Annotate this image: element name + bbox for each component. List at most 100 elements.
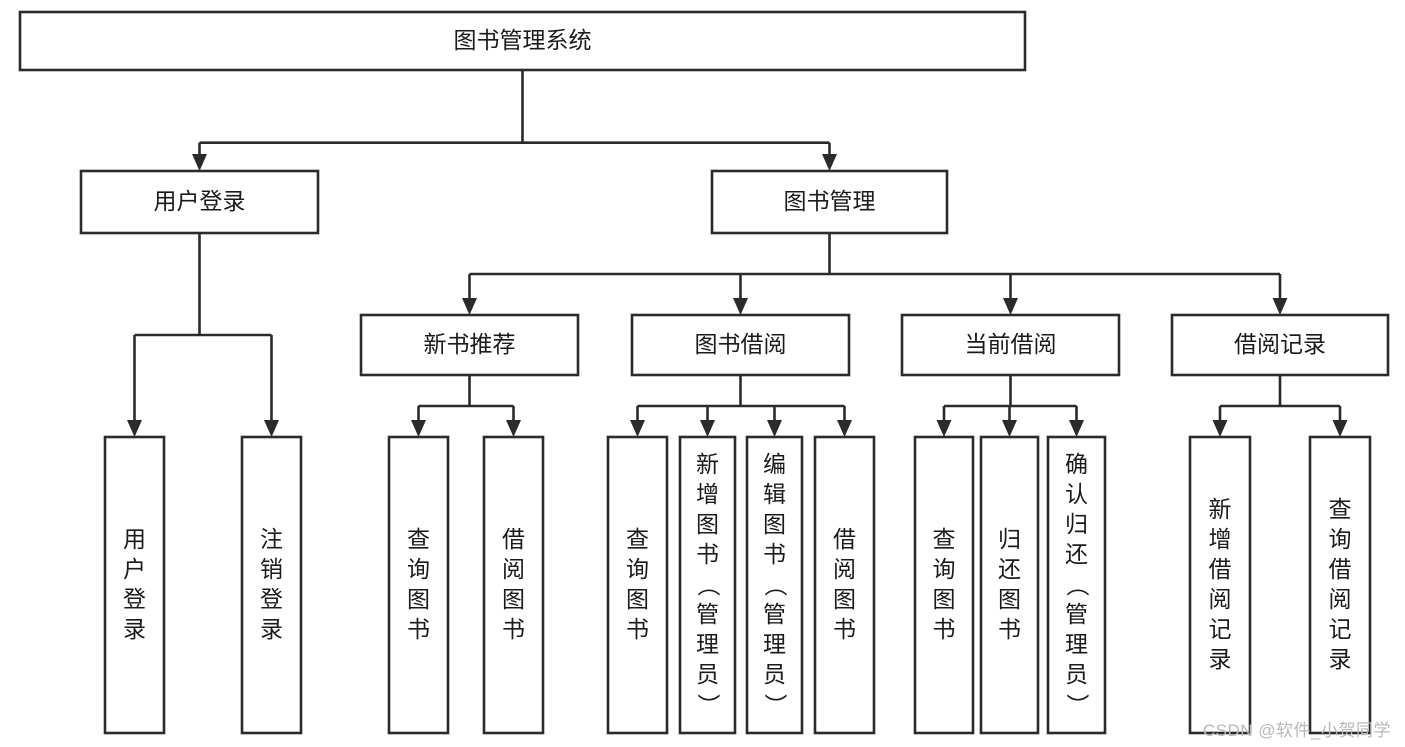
leaf-label-char: 书 [833,616,856,642]
leaf-label-char: 还 [998,556,1021,582]
edge-group [936,375,1084,437]
leaf-label-char: ） [763,694,789,717]
node-root[interactable]: 图书管理系统 [18,10,1027,72]
leaf-label-char: 借 [833,526,856,552]
node-label: 当前借阅 [965,331,1057,357]
node-box[interactable] [79,169,320,235]
node-box[interactable] [678,435,737,735]
leaf-label-char: 图 [407,586,430,612]
node-box[interactable] [979,435,1040,735]
leaf-label-char: 新 [1209,496,1232,522]
leaf-label-char: 登 [260,586,283,612]
node-box[interactable] [240,435,303,735]
node-box[interactable] [710,169,949,235]
watermark-text: CSDN @软件_小贺同学 [1202,721,1391,740]
arrow-head-icon [936,420,952,437]
node-box[interactable] [1308,435,1372,735]
arrow-head-icon [127,420,142,437]
arrow-head-icon [700,420,715,437]
node-box[interactable] [103,435,166,735]
leaf-label-char: 管 [763,601,786,627]
leaf-label-char: 询 [626,556,649,582]
leaf-label-char: 图 [933,586,956,612]
leaf-label-char: 员 [1065,661,1088,687]
leaf-label-char: ） [696,694,722,717]
node-box[interactable] [387,435,450,735]
node-leaf-user-login[interactable]: 用户登录 [103,435,166,735]
leaf-label-char: 辑 [763,481,786,507]
edge-group [411,375,521,437]
leaf-label-char: 录 [1209,646,1232,672]
leaf-label-char: 管 [696,601,719,627]
leaf-label-char: 用 [123,526,146,552]
leaf-label-char: 阅 [502,556,525,582]
edge-group [1212,375,1348,437]
leaf-label-char: 阅 [833,556,856,582]
node-current-borrow[interactable]: 当前借阅 [900,313,1121,377]
arrow-head-icon [506,420,521,437]
leaf-label-char: 询 [933,556,956,582]
arrow-head-icon [264,420,279,437]
node-box[interactable] [900,313,1121,377]
leaf-label-char: 借 [502,526,525,552]
leaf-label-char: 查 [626,526,649,552]
node-label: 新书推荐 [424,331,516,357]
edge-group [630,375,852,437]
arrow-head-icon [411,420,426,437]
node-book-borrow[interactable]: 图书借阅 [630,313,851,377]
edge-group [192,70,837,171]
node-box[interactable] [606,435,669,735]
leaf-label-char: 图 [696,511,719,537]
leaf-label-char: 记 [1329,616,1352,642]
arrow-head-icon [767,420,782,437]
leaf-label-char: 书 [407,616,430,642]
node-book-manage[interactable]: 图书管理 [710,169,949,235]
leaf-label-char: 图 [998,586,1021,612]
leaf-label-char: 增 [696,481,719,507]
leaf-label-char: 借 [1329,556,1352,582]
arrow-head-icon [1212,420,1228,437]
leaf-label-char: （ [696,574,722,597]
node-box[interactable] [18,10,1027,72]
node-label: 借阅记录 [1234,331,1326,357]
leaf-label-char: 书 [998,616,1021,642]
node-box[interactable] [482,435,545,735]
node-new-book-rec[interactable]: 新书推荐 [359,313,580,377]
node-label: 用户登录 [154,188,246,214]
node-box[interactable] [1188,435,1252,735]
leaf-label-char: 书 [696,541,719,567]
node-box[interactable] [1170,313,1390,377]
leaf-label-char: （ [1065,574,1091,597]
leaf-label-char: 查 [933,526,956,552]
node-user-login[interactable]: 用户登录 [79,169,320,235]
leaf-label-char: 书 [502,616,525,642]
leaf-label-char: 图 [833,586,856,612]
arrow-head-icon [1332,420,1348,437]
arrow-head-icon [837,420,852,437]
node-box[interactable] [1046,435,1107,735]
node-box[interactable] [913,435,975,735]
arrow-head-icon [1003,298,1018,315]
leaf-label-char: 书 [933,616,956,642]
leaf-label-char: 员 [763,661,786,687]
node-borrow-record[interactable]: 借阅记录 [1170,313,1390,377]
node-box[interactable] [630,313,851,377]
leaf-label-char: 查 [1329,496,1352,522]
leaf-label-char: 理 [1065,631,1088,657]
node-box[interactable] [745,435,804,735]
node-box[interactable] [359,313,580,377]
node-box[interactable] [813,435,876,735]
